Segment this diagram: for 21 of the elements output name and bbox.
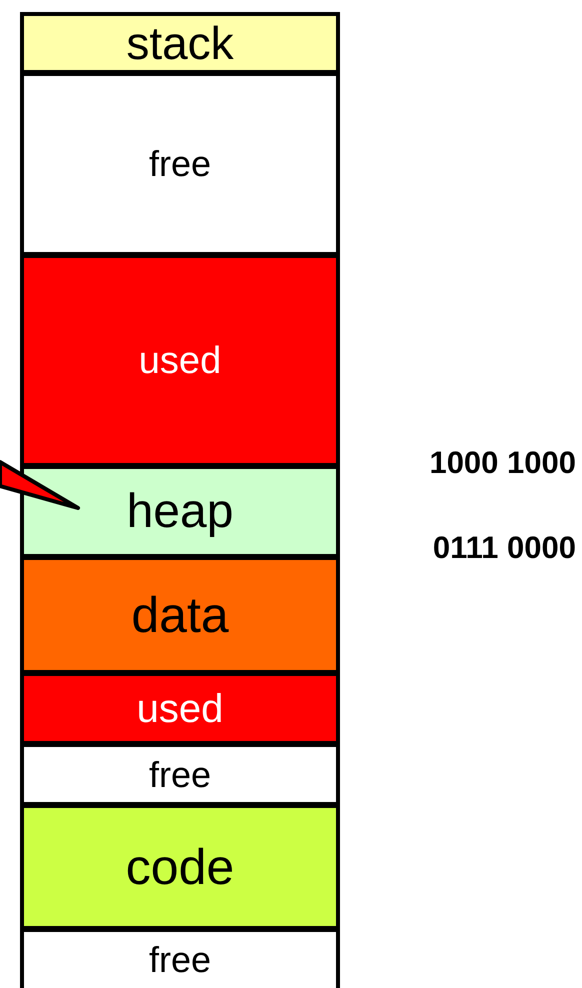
segment-label: code (126, 842, 234, 892)
segment-label: data (131, 590, 229, 640)
data-segment (20, 556, 340, 674)
segment-label: free (148, 146, 212, 182)
heap-segment (20, 465, 340, 558)
free-segment (20, 928, 340, 988)
segment-label: free (148, 756, 212, 792)
segment-label: used (136, 688, 224, 728)
segment-label: stack (126, 20, 234, 66)
segment-label: used (138, 342, 222, 380)
address-label: 1000 1000 (429, 445, 576, 481)
free-segment (20, 743, 340, 806)
code-segment (20, 804, 340, 930)
callout-pointer (0, 460, 80, 510)
used-segment (20, 672, 340, 745)
segment-label: free (148, 942, 212, 978)
segment-label: heap (126, 488, 234, 536)
stack-segment (20, 12, 340, 74)
used-segment (20, 254, 340, 467)
address-label: 0111 0000 (432, 530, 576, 566)
free-segment (20, 72, 340, 256)
